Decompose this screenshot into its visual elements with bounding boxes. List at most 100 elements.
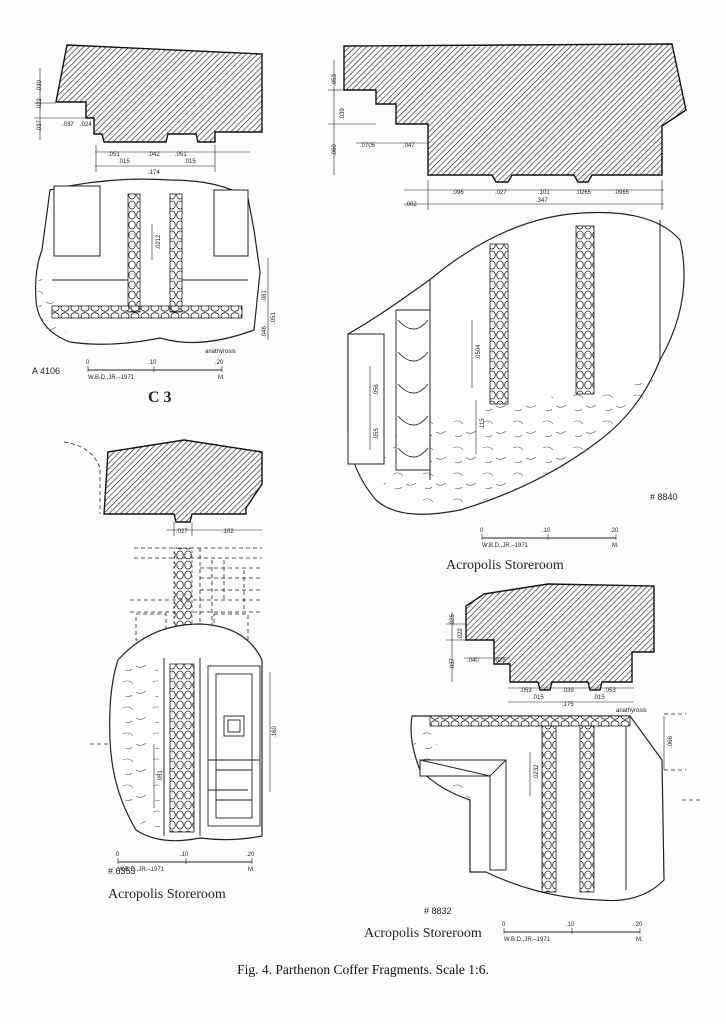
fragment-8840: .053 .039 .069 .0705 .047 .096 .027 .101… xyxy=(328,43,687,573)
f8840-profile-dimensions: .053 .039 .069 .0705 .047 .096 .027 .101… xyxy=(328,60,664,210)
f8840-id-label: # 8840 xyxy=(650,492,678,502)
a4106-scale-credit: W.B.D.,JR.–1971 xyxy=(88,375,135,381)
fragment-8832: .025 .022 .037 .040 .025 .053 .015 .039 … xyxy=(364,583,700,943)
f6353-dim-102: .102 xyxy=(222,529,234,535)
f8832-location: Acropolis Storeroom xyxy=(364,926,482,941)
f8840-dim-096: .096 xyxy=(452,190,464,196)
f8832-dim-0232: .0232 xyxy=(534,764,540,780)
a4106-dim-024: .024 xyxy=(80,122,92,128)
f8840-dim-0265: .0265 xyxy=(576,190,592,196)
f6353-scale-tick-20: .20 xyxy=(246,852,255,858)
f8840-dim-0965: .0965 xyxy=(614,190,630,196)
f8840-elevation: .0504 .056 .055 .115 xyxy=(347,211,685,515)
a4106-anathyrosis-label: anathyrosis xyxy=(205,349,236,355)
fragment-a4106: .030 .022 .037 .037 .024 .051 .015 .042 … xyxy=(32,44,277,406)
f8832-id-label: # 8832 xyxy=(424,906,452,916)
f6353-profile-dimensions: .027 .102 xyxy=(166,522,262,536)
a4106-dim-046: .046 xyxy=(262,326,268,338)
f6353-scale-credit: W.B.D.,JR.–1971 xyxy=(118,867,165,873)
f8840-dim-055: .055 xyxy=(374,428,380,440)
f8840-dim-056: .056 xyxy=(374,384,380,396)
a4106-c3-label: C 3 xyxy=(148,389,172,406)
f6353-dim-160: .160 xyxy=(272,726,278,738)
a4106-dim-051a: .051 xyxy=(108,152,120,158)
f8840-dim-027: .027 xyxy=(495,190,507,196)
f8832-scale-tick-0: 0 xyxy=(502,922,506,928)
f8832-dim-025b: .025 xyxy=(494,658,506,664)
f6353-elevation: .160 .051 xyxy=(90,547,278,842)
f8840-scale-bar: 0 .10 .20 W.B.D.,JR.–1971 M. xyxy=(480,528,619,549)
a4106-profile-dimensions: .030 .022 .037 .037 .024 .051 .015 .042 … xyxy=(34,68,250,176)
f8832-scale-bar: 0 .10 .20 W.B.D.,JR.–1971 M. xyxy=(502,922,643,943)
figure-caption: Fig. 4. Parthenon Coffer Fragments. Scal… xyxy=(237,962,489,977)
f8832-dim-066: .066 xyxy=(668,736,674,748)
a4106-scale-bar: 0 .10 .20 W.B.D.,JR.–1971 M. xyxy=(86,360,225,381)
a4106-dim-015b: .015 xyxy=(184,159,196,165)
f8840-dim-101: .101 xyxy=(538,190,550,196)
f8832-dim-053b: .053 xyxy=(604,688,616,694)
f8832-anathyrosis-label: anathyrosis xyxy=(616,708,647,714)
a4106-dim-037b: .037 xyxy=(62,122,74,128)
f8832-scale-tick-20: .20 xyxy=(634,922,643,928)
f6353-scale-bar: 0 .10 .20 W.B.D.,JR.–1971 M. xyxy=(116,852,255,873)
a4106-dim-030: .030 xyxy=(37,80,43,92)
a4106-scale-tick-20: .20 xyxy=(215,360,224,366)
f8840-scale-tick-10: .10 xyxy=(542,528,551,534)
f8832-dim-022: .022 xyxy=(458,628,464,640)
f8832-scale-credit: W.B.D.,JR.–1971 xyxy=(504,937,551,943)
f6353-scale-tick-10: .10 xyxy=(180,852,189,858)
f8840-dim-039: .039 xyxy=(340,108,346,120)
a4106-dim-174: .174 xyxy=(148,170,160,176)
f8840-dim-053: .053 xyxy=(332,74,338,86)
f8840-dim-0504: .0504 xyxy=(476,344,482,360)
a4106-dim-0212: .0212 xyxy=(156,234,162,250)
f8840-location: Acropolis Storeroom xyxy=(446,558,564,573)
a4106-scale-tick-10: .10 xyxy=(148,360,157,366)
a4106-dim-051: .051 xyxy=(271,312,277,324)
a4106-scale-unit: M. xyxy=(218,375,225,381)
f6353-id-label: # 6353 xyxy=(108,866,136,876)
f8840-scale-credit: W.B.D.,JR.–1971 xyxy=(482,543,529,549)
f8832-dim-039: .039 xyxy=(562,688,574,694)
f6353-dim-051: .051 xyxy=(158,770,164,782)
f8832-elevation: .0232 .066 anathyrosis xyxy=(410,708,700,902)
f8832-dim-053a: .053 xyxy=(520,688,532,694)
a4106-profile-section xyxy=(55,44,263,143)
a4106-dim-042: .042 xyxy=(148,152,160,158)
f8832-dim-175: .175 xyxy=(562,702,574,708)
f8832-profile-dimensions: .025 .022 .037 .040 .025 .053 .015 .039 … xyxy=(446,612,634,708)
f8840-dim-347: .347 xyxy=(536,198,548,204)
f8832-profile-section xyxy=(465,583,655,691)
f8840-dim-0705: .0705 xyxy=(360,143,376,149)
f8832-dim-015a: .015 xyxy=(532,695,544,701)
f6353-scale-tick-0: 0 xyxy=(116,852,120,858)
a4106-dim-051b: .051 xyxy=(175,152,187,158)
f6353-location: Acropolis Storeroom xyxy=(108,887,226,902)
f8840-scale-tick-0: 0 xyxy=(480,528,484,534)
f8840-scale-unit: M. xyxy=(612,543,619,549)
a4106-scale-tick-0: 0 xyxy=(86,360,90,366)
f8832-scale-tick-10: .10 xyxy=(566,922,575,928)
f8840-dim-115: .115 xyxy=(480,418,486,430)
f8832-dim-025a: .025 xyxy=(450,614,456,626)
fragment-6353: .027 .102 xyxy=(63,439,278,902)
f8840-dim-069: .069 xyxy=(332,144,338,156)
a4106-dim-015a: .015 xyxy=(118,159,130,165)
f8840-dim-047: .047 xyxy=(403,143,415,149)
a4106-id-label: A 4106 xyxy=(32,366,60,376)
a4106-dim-081: .081 xyxy=(262,290,268,302)
a4106-elevation: .0212 .081 .046 .051 anathyrosis xyxy=(35,178,277,355)
f6353-scale-unit: M. xyxy=(248,867,255,873)
f8832-dim-015b: .015 xyxy=(593,695,605,701)
f8840-dim-002: .002 xyxy=(405,202,417,208)
f8832-scale-unit: M. xyxy=(636,937,643,943)
f8840-profile-section xyxy=(343,43,687,183)
f6353-dim-027: .027 xyxy=(176,529,188,535)
a4106-dim-022: .022 xyxy=(37,98,43,110)
f8832-dim-037: .037 xyxy=(450,658,456,670)
f8840-scale-tick-20: .20 xyxy=(610,528,619,534)
f8832-dim-040: .040 xyxy=(467,658,479,664)
a4106-dim-037a: .037 xyxy=(37,120,43,132)
f6353-profile-section xyxy=(103,439,263,523)
